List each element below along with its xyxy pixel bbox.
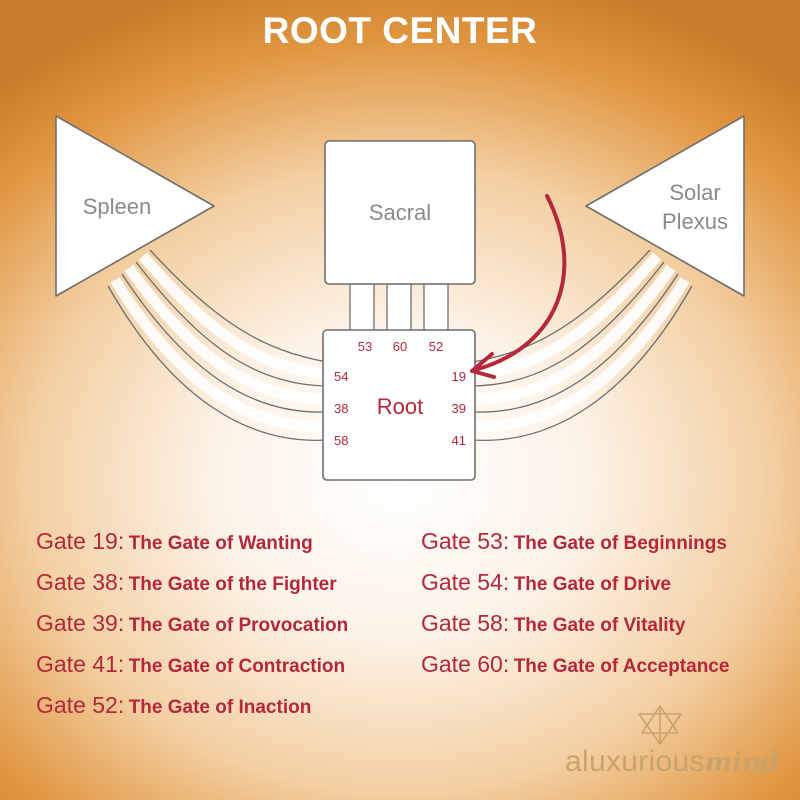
spleen-center — [55, 115, 215, 297]
gate-item: Gate 52: The Gate of Inaction — [36, 692, 312, 718]
gate-item: Gate 41: The Gate of Contraction — [36, 651, 346, 677]
gate-item: Gate 39: The Gate of Provocation — [36, 610, 349, 636]
solar-plexus-label-line2: Plexus — [662, 209, 728, 234]
root-gate-right-2: 39 — [452, 401, 466, 416]
sacral-root-channels — [349, 283, 449, 333]
solar-plexus-label-line1: Solar — [669, 180, 720, 205]
sacral-center — [324, 140, 476, 285]
page-title: ROOT CENTER — [262, 10, 538, 51]
root-gate-top-1: 53 — [358, 339, 372, 354]
solar-plexus-root-channels — [472, 249, 693, 441]
pointer-arrow — [470, 194, 567, 379]
gate-item: Gate 60: The Gate of Acceptance — [421, 651, 730, 677]
sacral-label: Sacral — [369, 200, 431, 225]
root-gate-left-3: 58 — [334, 433, 348, 448]
spleen-label: Spleen — [83, 194, 152, 219]
brand-logo-icon — [638, 705, 682, 745]
root-gate-right-3: 41 — [452, 433, 466, 448]
root-gate-left-1: 54 — [334, 369, 348, 384]
gate-list-left: Gate 19: The Gate of Wanting Gate 38: Th… — [36, 524, 348, 729]
spleen-root-channels — [107, 249, 328, 441]
channel-bands — [110, 252, 690, 432]
solar-plexus-center — [585, 115, 745, 297]
root-center — [322, 329, 476, 481]
gate-item: Gate 58: The Gate of Vitality — [421, 610, 686, 636]
root-gate-left-2: 38 — [334, 401, 348, 416]
gate-list-right: Gate 53: The Gate of Beginnings Gate 54:… — [421, 524, 729, 688]
gate-item: Gate 53: The Gate of Beginnings — [421, 528, 727, 554]
root-gate-right-1: 19 — [452, 369, 466, 384]
brand-logo-wordmark: aluxuriousmind — [565, 745, 780, 778]
gate-item: Gate 19: The Gate of Wanting — [36, 528, 313, 554]
root-gate-top-3: 52 — [429, 339, 443, 354]
root-gate-top-2: 60 — [393, 339, 407, 354]
gate-item: Gate 54: The Gate of Drive — [421, 569, 672, 595]
root-label: Root — [377, 394, 423, 419]
gate-item: Gate 38: The Gate of the Fighter — [36, 569, 337, 595]
